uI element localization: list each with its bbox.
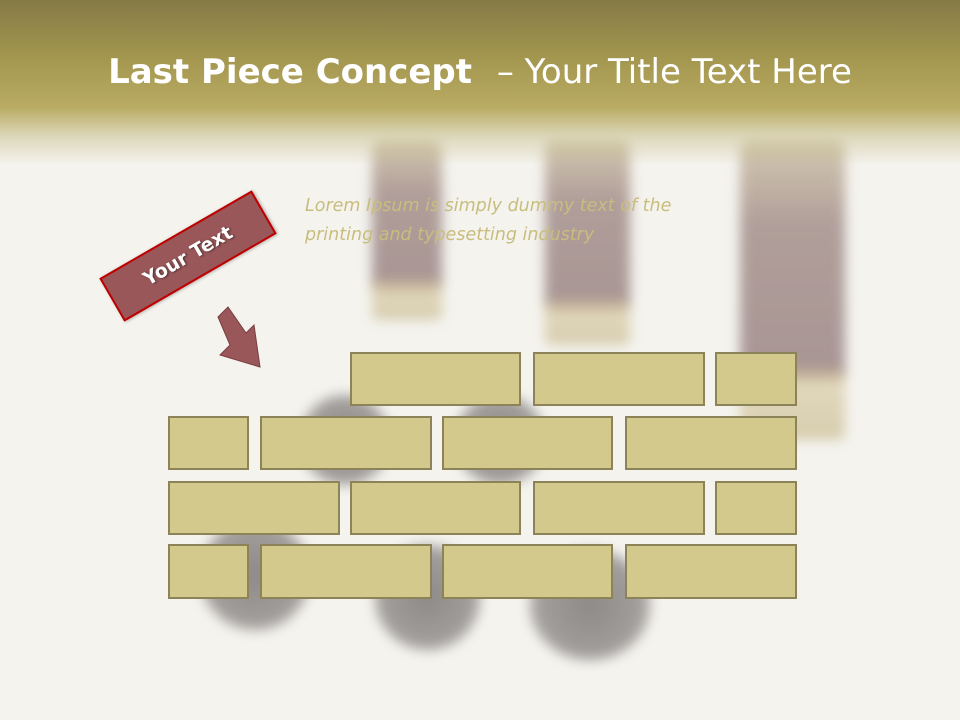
brick[interactable] (168, 544, 249, 599)
brick[interactable] (442, 416, 613, 470)
down-right-arrow-icon (217, 306, 261, 368)
shell-body (740, 140, 845, 380)
brick[interactable] (260, 416, 432, 470)
lorem-line-2: printing and typesetting industry (305, 225, 595, 245)
brick[interactable] (533, 352, 705, 406)
brick[interactable] (625, 416, 797, 470)
brick[interactable] (168, 481, 340, 535)
shell-body (545, 140, 630, 310)
brick[interactable] (442, 544, 613, 599)
brick[interactable] (625, 544, 797, 599)
brick[interactable] (350, 352, 521, 406)
shell-body (372, 140, 442, 290)
title-band (0, 0, 960, 165)
lorem-text: Lorem Ipsum is simply dummy text of the … (305, 192, 725, 250)
shell-brass (545, 300, 630, 345)
brick[interactable] (533, 481, 705, 535)
title-rest: – Your Title Text Here (496, 52, 852, 92)
lorem-line-1: Lorem Ipsum is simply dummy text of the (305, 196, 672, 216)
slide-title: Last Piece Concept – Your Title Text Her… (0, 52, 960, 92)
brick[interactable] (715, 352, 797, 406)
brick[interactable] (260, 544, 432, 599)
title-bold: Last Piece Concept (108, 52, 473, 92)
brick[interactable] (715, 481, 797, 535)
shell-brass (372, 280, 442, 320)
brick[interactable] (168, 416, 249, 470)
brick[interactable] (350, 481, 521, 535)
